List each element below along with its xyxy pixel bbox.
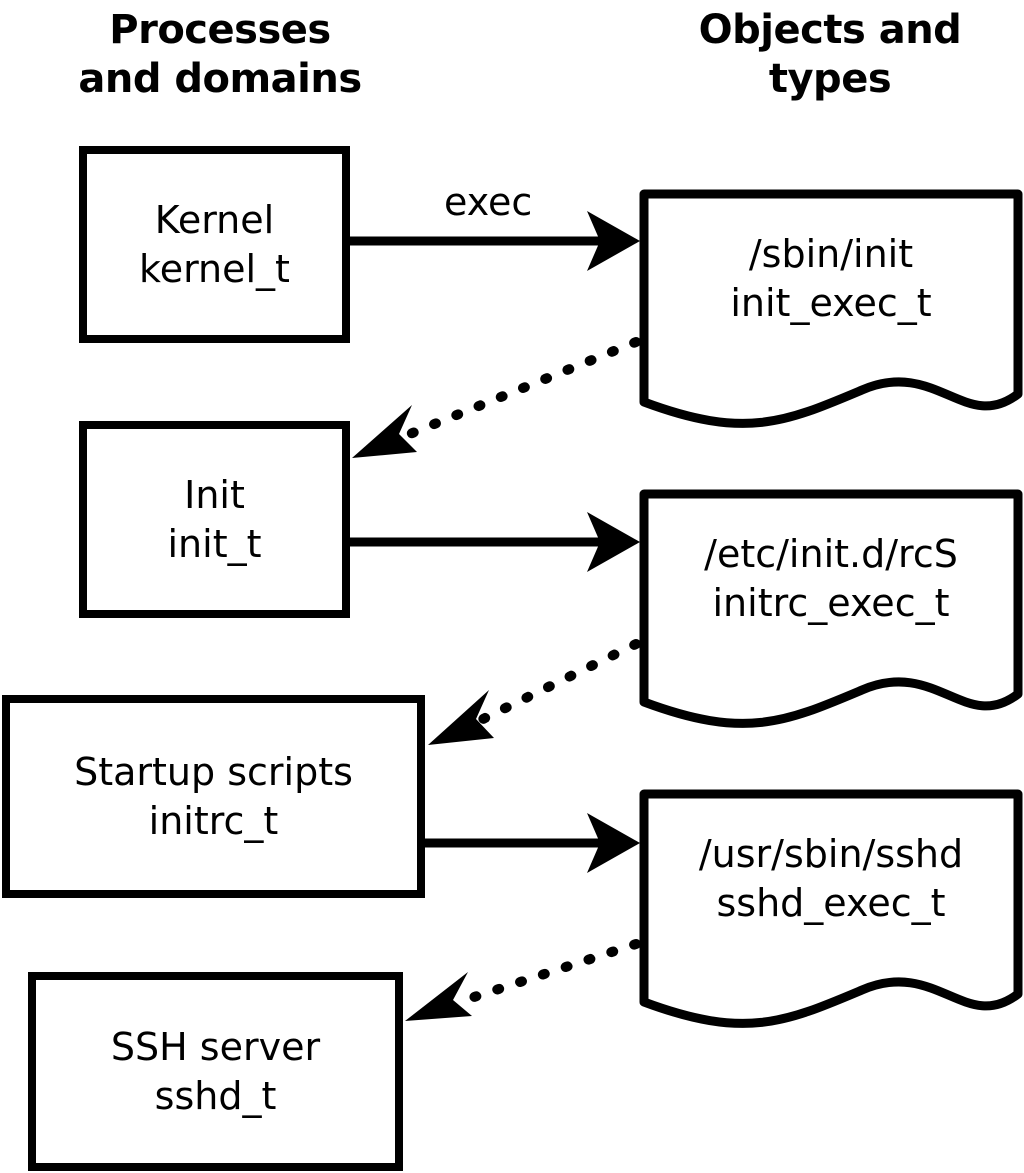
edge-init-to-etc-initd-rcs	[350, 512, 640, 572]
process-box-kernel-type: kernel_t	[139, 246, 290, 291]
edge-label-exec: exec	[444, 180, 533, 224]
edge-etc-initd-rcs-to-startup-scripts	[428, 639, 641, 745]
process-box-init[interactable]: Init init_t	[79, 421, 350, 618]
column-header-processes: Processes and domains	[20, 6, 420, 104]
column-header-processes-line1: Processes	[109, 7, 331, 53]
process-box-init-type: init_t	[167, 521, 262, 566]
column-header-objects: Objects and types	[640, 6, 1020, 104]
process-box-startup-scripts-name: Startup scripts	[74, 749, 353, 794]
column-header-objects-line2: types	[768, 55, 892, 102]
object-doc-usr-sbin-sshd[interactable]: /usr/sbin/sshd sshd_exec_t	[636, 786, 1024, 1036]
edge-sbin-init-to-init	[352, 337, 641, 458]
process-box-startup-scripts[interactable]: Startup scripts initrc_t	[2, 695, 425, 898]
column-header-processes-line2: and domains	[78, 55, 362, 102]
document-shape-icon	[639, 489, 1023, 728]
process-box-startup-scripts-type: initrc_t	[148, 798, 279, 843]
process-box-init-name: Init	[184, 472, 245, 517]
object-doc-usr-sbin-sshd-path: /usr/sbin/sshd	[698, 832, 964, 876]
process-box-kernel[interactable]: Kernel kernel_t	[79, 146, 350, 343]
edge-usr-sbin-sshd-to-ssh-server	[405, 939, 641, 1021]
process-box-ssh-server-name: SSH server	[110, 1024, 321, 1069]
object-doc-etc-initd-rcs-type: initrc_exec_t	[712, 581, 950, 625]
process-box-kernel-name: Kernel	[154, 197, 275, 242]
column-header-objects-line1: Objects and	[698, 7, 962, 53]
object-doc-usr-sbin-sshd-type: sshd_exec_t	[716, 881, 946, 925]
object-doc-sbin-init-type: init_exec_t	[730, 281, 932, 325]
document-shape-icon	[639, 189, 1023, 428]
object-doc-sbin-init[interactable]: /sbin/init init_exec_t	[636, 186, 1024, 436]
object-doc-etc-initd-rcs-path: /etc/init.d/rcS	[704, 532, 958, 576]
document-shape-icon	[639, 789, 1023, 1028]
object-doc-sbin-init-path: /sbin/init	[748, 232, 914, 276]
edge-startup-scripts-to-usr-sbin-sshd	[425, 813, 640, 873]
process-box-ssh-server-type: sshd_t	[154, 1073, 277, 1118]
object-doc-etc-initd-rcs[interactable]: /etc/init.d/rcS initrc_exec_t	[636, 486, 1024, 736]
process-box-ssh-server[interactable]: SSH server sshd_t	[28, 972, 403, 1171]
